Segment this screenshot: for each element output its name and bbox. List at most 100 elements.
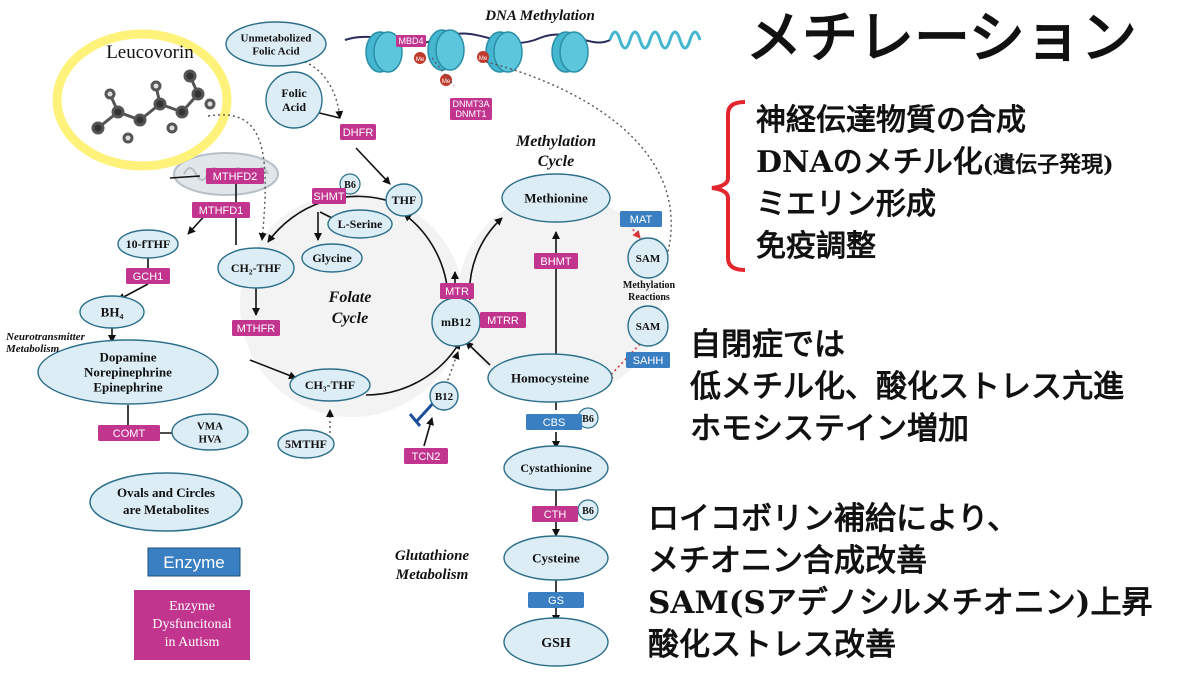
mtr-label: MTR [445, 286, 469, 298]
leucovorin-line-4: 酸化ストレス改善 [648, 627, 896, 663]
ten-fthf-oval [117, 229, 179, 259]
unmetabolized-folic-acid-label-2: Folic Acid [252, 45, 299, 57]
cbs-label: CBS [543, 417, 566, 429]
monoamines-label-3: Epinephrine [93, 380, 163, 395]
gsh-label: GSH [541, 636, 571, 651]
mthfd2-box [206, 168, 264, 184]
methylation-reactions-2: Reactions [628, 292, 670, 303]
mb12-metabolite: mB12 [431, 297, 481, 347]
dotted-connectors [207, 57, 672, 438]
shmt-box [312, 188, 346, 204]
shmt-label: SHMT [313, 191, 344, 203]
leucovorin-line-1: ロイコボリン補給により、 [648, 501, 1019, 537]
effect-3: ミエリン形成 [756, 187, 936, 222]
dnmt-label-1: DNMT3A [452, 99, 489, 109]
mtrr-enzyme: MTRR [480, 312, 526, 328]
monoamines-oval [37, 339, 219, 405]
homocysteine-oval [487, 353, 613, 403]
effect-2-note: (遺伝子発現) [982, 152, 1114, 178]
mthfd2-enzyme: MTHFD2 [206, 168, 264, 184]
bhmt-box [534, 253, 578, 269]
cbs-enzyme: CBS [526, 414, 582, 430]
mtr-box [440, 283, 474, 299]
dhfr-box [340, 124, 376, 140]
folic-acid-label-1: Folic [281, 86, 307, 100]
methionine-metabolite: Methionine [501, 173, 611, 223]
cystathionine-label: Cystathionine [520, 461, 592, 475]
effect-2-main: DNAのメチル化 [756, 145, 983, 180]
legend-dysfunctional-box [134, 590, 250, 660]
ten-fthf-label: 10-fTHF [126, 237, 171, 251]
neurotransmitter-title-2: Metabolism [5, 343, 60, 355]
l-serine-oval [327, 209, 393, 239]
b12-metabolite: B12 [429, 381, 459, 411]
sahh-label: SAHH [633, 355, 664, 367]
mbd4-enzyme: MBD4 [396, 35, 426, 47]
mthfd1-label: MTHFD1 [199, 205, 244, 217]
gsh-oval [503, 617, 609, 667]
legend-metabolite-oval [89, 472, 243, 532]
mtrr-label: MTRR [487, 315, 519, 327]
dhfr-enzyme: DHFR [340, 124, 376, 140]
bh4-metabolite: BH₄ [79, 295, 145, 329]
ch2-thf-oval [217, 247, 295, 289]
comt-label: COMT [113, 428, 146, 440]
glycine-oval [301, 243, 363, 273]
bhmt-enzyme: BHMT [534, 253, 578, 269]
five-mthf-metabolite: 5MTHF [277, 429, 335, 459]
homocysteine-metabolite: Homocysteine [487, 353, 613, 403]
b6-shmt-label: B6 [344, 180, 356, 191]
methylation-cycle-title-1: Methylation [515, 133, 596, 150]
homocysteine-label: Homocysteine [511, 371, 589, 386]
tcn2-enzyme: TCN2 [404, 448, 448, 464]
methionine-label: Methionine [524, 191, 588, 206]
b12-oval [429, 381, 459, 411]
leucovorin-label: Leucovorin [106, 42, 194, 63]
bh4-label: BH₄ [101, 305, 124, 320]
methylation-cycle-title-2: Cycle [538, 153, 574, 170]
glycine-metabolite: Glycine [301, 243, 363, 273]
molecule-icon [91, 69, 216, 144]
tcn2-box [404, 448, 448, 464]
me-label-3: Me [479, 56, 488, 62]
mthfr-label: MTHFR [237, 323, 276, 335]
legend-enzyme-box [147, 547, 241, 577]
b12-label: B12 [435, 391, 454, 403]
legend-metabolite-line-2: are Metabolites [123, 502, 209, 517]
thf-label: THF [392, 193, 417, 207]
dhfr-label: DHFR [343, 127, 374, 139]
ch2-thf-metabolite: CH₂-THF [217, 247, 295, 289]
ch3-thf-oval [289, 368, 371, 402]
mat-enzyme: MAT [620, 211, 662, 227]
leucovorin-line-2: メチオニン合成改善 [648, 543, 927, 579]
gs-enzyme: GS [528, 592, 584, 608]
cysteine-metabolite: Cysteine [503, 535, 609, 581]
thf-oval [385, 183, 423, 217]
leucovorin-line-3: SAM(Sアデノシルメチオニン)上昇 [648, 585, 1153, 621]
methionine-oval [501, 173, 611, 223]
cth-label: CTH [544, 509, 567, 521]
effect-4: 免疫調整 [756, 229, 876, 264]
ten-fthf-metabolite: 10-fTHF [117, 229, 179, 259]
five-mthf-label: 5MTHF [285, 437, 327, 451]
folic-acid-label-2: Acid [282, 100, 306, 114]
thf-metabolite: THF [385, 183, 423, 217]
gch1-box [126, 268, 170, 284]
bhmt-label: BHMT [540, 256, 571, 268]
methylation-cycle-disc [458, 194, 662, 398]
autism-line-1: 自閉症では [690, 327, 845, 363]
legend-dysfunctional-line-1: Enzyme [169, 599, 215, 614]
mbd4-label: MBD4 [398, 36, 423, 46]
l-serine-label: L-Serine [338, 217, 383, 231]
unmetabolized-folic-acid-label-1: Unmetabolized [241, 32, 312, 44]
cth-box [532, 506, 578, 522]
tcn2-label: TCN2 [412, 451, 441, 463]
sahh-box [626, 352, 670, 368]
shmt-enzyme: SHMT [312, 188, 346, 204]
gs-box [528, 592, 584, 608]
